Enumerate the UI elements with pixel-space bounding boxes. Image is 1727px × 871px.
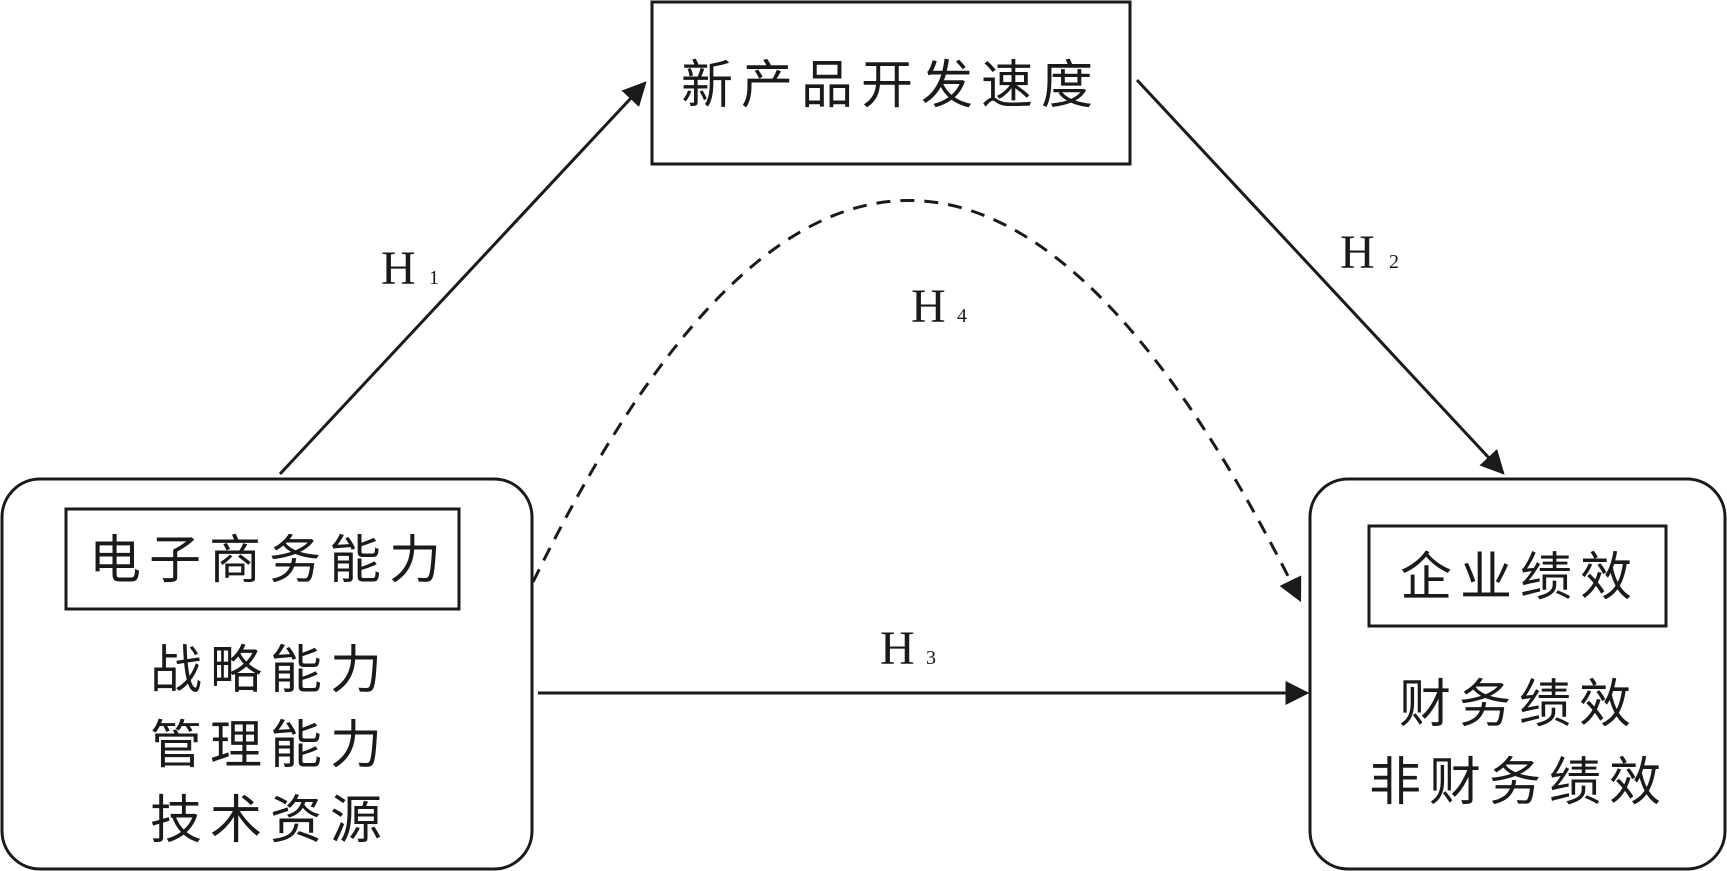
label-h1-sub: 1: [429, 267, 439, 289]
node-performance-item: 非财务绩效: [1369, 753, 1669, 813]
label-h1: H 1: [381, 242, 439, 295]
arrow-h2: [1135, 78, 1505, 475]
node-new-product-speed-label: 新产品开发速度: [681, 56, 1101, 116]
label-h4-sub: 4: [957, 305, 967, 327]
label-h3-main: H: [880, 622, 915, 675]
label-h2: H 2: [1340, 226, 1399, 279]
node-ecommerce-item: 技术资源: [150, 791, 390, 851]
label-h3-sub: 3: [926, 647, 936, 669]
node-new-product-speed-box: [650, 0, 1132, 166]
node-performance-item: 财务绩效: [1399, 675, 1639, 735]
node-ecommerce-title: 电子商务能力: [89, 531, 449, 591]
arrow-h4-dashed: [531, 199, 1302, 603]
node-performance-title: 企业绩效: [1400, 548, 1640, 608]
label-h3: H 3: [880, 622, 936, 675]
label-h2-sub: 2: [1389, 251, 1399, 273]
label-h4: H 4: [911, 280, 967, 333]
node-performance-title-box: [1367, 524, 1668, 628]
label-h1-main: H: [381, 242, 416, 295]
arrow-h1: [278, 81, 647, 476]
label-h2-main: H: [1340, 226, 1375, 279]
label-h4-main: H: [911, 280, 946, 333]
node-ecommerce-title-box: [64, 507, 461, 611]
node-ecommerce-outer-box: [0, 477, 534, 871]
node-new-product-speed: 新产品开发速度: [650, 0, 1132, 166]
node-ecommerce-item: 战略能力: [150, 641, 390, 701]
node-performance-outer-box: [1308, 477, 1727, 871]
node-firm-performance: 企业绩效 财务绩效 非财务绩效: [1308, 477, 1727, 871]
node-ecommerce-item: 管理能力: [150, 716, 390, 776]
node-ecommerce-capability: 电子商务能力 战略能力 管理能力 技术资源: [0, 477, 534, 871]
